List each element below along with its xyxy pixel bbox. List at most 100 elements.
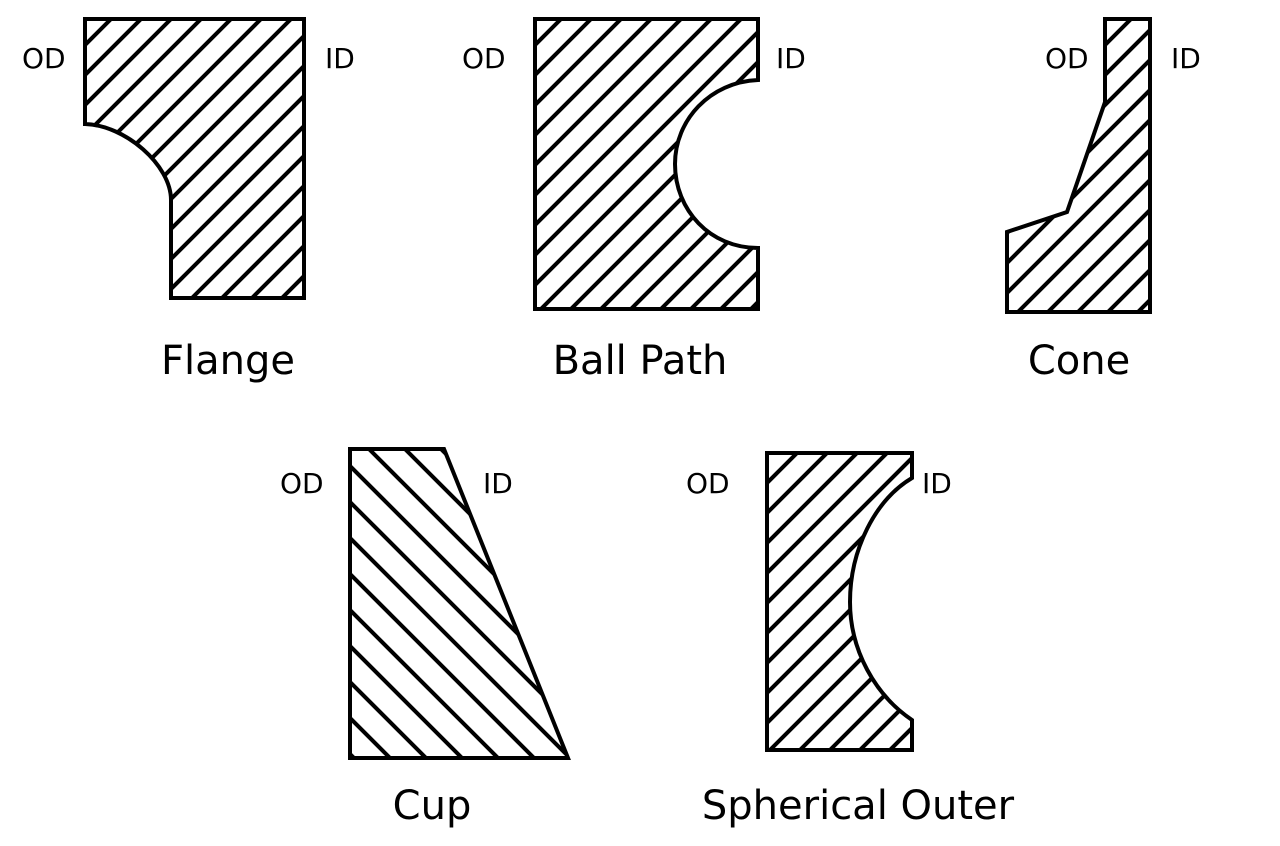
hatch-line <box>1007 19 1150 312</box>
hatch-line <box>1008 19 1150 312</box>
hatch-line <box>350 449 568 758</box>
hatch-line <box>535 19 572 309</box>
od-label: OD <box>22 42 66 75</box>
hatch-line <box>767 453 912 750</box>
profile-title-flange: Flange <box>161 338 295 384</box>
hatch-line <box>1007 19 1082 312</box>
profile-title-cup: Cup <box>393 783 472 829</box>
hatch-line <box>535 19 758 309</box>
hatch-line <box>767 453 812 750</box>
hatch-line <box>940 440 1260 760</box>
hatch-line <box>788 453 912 750</box>
hatch-line <box>1090 440 1280 760</box>
id-label: ID <box>922 467 952 500</box>
hatch-line <box>85 19 212 298</box>
hatch-line <box>1007 19 1150 312</box>
hatch-line <box>1150 440 1280 760</box>
hatch-line <box>558 19 758 309</box>
hatch-line <box>767 453 902 750</box>
hatch-line <box>970 440 1280 760</box>
hatch-line <box>466 449 568 758</box>
profile-cone: OD ID Cone <box>1005 10 1280 384</box>
hatch-line <box>1007 19 1142 312</box>
hatch-line <box>1007 19 1150 312</box>
outline-ball-path <box>533 17 760 311</box>
hatch-line <box>535 19 752 309</box>
hatch-line <box>148 19 304 298</box>
hatch-line <box>767 453 912 750</box>
hatch-line <box>85 19 304 298</box>
hatch-line <box>1030 440 1280 760</box>
outline-flange <box>83 17 306 300</box>
hatch-line <box>1240 440 1280 760</box>
id-label: ID <box>776 42 806 75</box>
hatch-line <box>350 449 512 758</box>
hatch-line <box>830 10 1140 320</box>
od-label: OD <box>1045 42 1089 75</box>
od-label: OD <box>462 42 506 75</box>
hatch-line <box>535 19 758 309</box>
profile-title-spherical-outer: Spherical Outer <box>702 783 1015 829</box>
hatch-line <box>678 19 758 309</box>
hatch-line <box>350 449 476 758</box>
hatch-line <box>767 453 912 750</box>
profile-title-ball-path: Ball Path <box>553 338 728 384</box>
profile-spherical-outer: OD ID Spherical Outer <box>686 440 1280 829</box>
hatch-spherical-outer <box>767 440 1280 760</box>
hatch-line <box>350 449 568 758</box>
hatch-line <box>535 19 692 309</box>
hatch-line <box>770 10 1080 320</box>
hatch-line <box>618 19 758 309</box>
hatch-line <box>818 453 912 750</box>
hatch-line <box>535 19 662 309</box>
hatch-line <box>1210 440 1280 760</box>
hatch-line <box>1180 440 1280 760</box>
hatch-line <box>350 449 548 758</box>
outline-spherical-outer <box>765 451 914 752</box>
hatch-cup <box>350 440 1122 770</box>
hatch-line <box>1190 10 1280 320</box>
hatch-line <box>1060 440 1280 760</box>
profile-cup: OD ID Cup <box>280 440 1122 829</box>
hatch-line <box>358 449 568 758</box>
hatch-line <box>767 453 842 750</box>
hatch-line <box>178 19 304 298</box>
hatch-line <box>576 440 906 770</box>
hatch-line <box>767 453 912 750</box>
hatch-line <box>350 449 404 758</box>
hatch-line <box>535 19 722 309</box>
hatch-line <box>535 19 632 309</box>
profile-title-cone: Cone <box>1028 338 1130 384</box>
id-label: ID <box>1171 42 1201 75</box>
hatch-line <box>908 453 912 750</box>
hatch-line <box>612 440 942 770</box>
hatch-line <box>767 453 872 750</box>
id-label: ID <box>483 467 513 500</box>
hatch-line <box>1250 10 1280 320</box>
hatch-line <box>238 19 304 298</box>
hatch-line <box>1120 440 1280 760</box>
hatch-line <box>85 19 182 298</box>
hatch-line <box>394 449 568 758</box>
hatch-line <box>1128 19 1150 312</box>
hatch-line <box>1220 10 1280 320</box>
hatch-line <box>208 19 304 298</box>
hatch-line <box>756 440 1086 770</box>
hatch-line <box>588 19 758 309</box>
hatch-line <box>792 440 1122 770</box>
outline-cone <box>1005 17 1152 314</box>
od-label: OD <box>280 467 324 500</box>
hatch-line <box>1000 440 1280 760</box>
hatch-line <box>85 19 152 298</box>
hatch-line <box>535 19 602 309</box>
profile-ball-path: OD ID Ball Path <box>462 10 1140 384</box>
hatch-line <box>350 449 568 758</box>
hatch-line <box>268 19 304 298</box>
outline-cup <box>348 447 571 760</box>
hatch-line <box>1038 19 1150 312</box>
hatch-line <box>648 19 758 309</box>
id-label: ID <box>325 42 355 75</box>
od-label: OD <box>686 467 730 500</box>
hatch-line <box>350 449 440 758</box>
